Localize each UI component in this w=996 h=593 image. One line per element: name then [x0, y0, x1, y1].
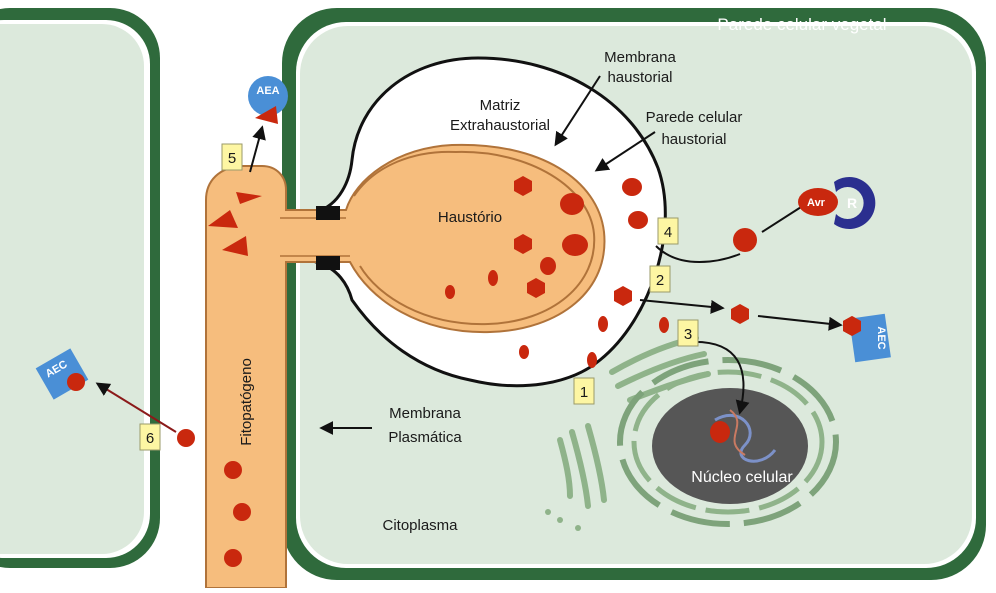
effector-round	[233, 503, 251, 521]
label-matriz-line1: Matriz	[480, 97, 521, 114]
neck-band-bottom	[316, 256, 340, 270]
svg-text:3: 3	[684, 326, 692, 343]
svg-text:1: 1	[580, 384, 588, 401]
marker-1: 1	[574, 378, 594, 404]
effector-round	[562, 234, 588, 256]
effector-round	[224, 549, 242, 567]
label-plasmatica-line2: Plasmática	[388, 429, 462, 446]
avr-tag: Avr	[807, 197, 826, 209]
effector-round	[560, 193, 584, 215]
effector-round	[628, 211, 648, 229]
nucleus-label: Núcleo celular	[691, 469, 793, 486]
effector-round	[488, 270, 498, 286]
marker-3: 3	[678, 320, 698, 346]
label-fitopatogeno: Fitopatógeno	[238, 358, 255, 446]
label-plasmatica-line1: Membrana	[389, 405, 461, 422]
label-haustorio: Haustório	[438, 209, 502, 226]
effector-round	[598, 316, 608, 332]
effector-round	[659, 317, 669, 333]
svg-text:2: 2	[656, 272, 664, 289]
left-plant-cell	[0, 8, 160, 568]
effector-round	[622, 178, 642, 196]
effector-round	[733, 228, 757, 252]
label-membrana-line2: haustorial	[607, 69, 672, 86]
effector-round	[177, 429, 195, 447]
wall-title: Parede celular vegetal	[717, 15, 886, 34]
effector-round	[540, 257, 556, 275]
marker-2: 2	[650, 266, 670, 292]
r-tag: R	[847, 195, 857, 211]
effector-round	[224, 461, 242, 479]
aec-right-tag: AEC	[875, 326, 887, 349]
label-parede-line2: haustorial	[661, 131, 726, 148]
label-citoplasma: Citoplasma	[382, 517, 458, 534]
svg-text:4: 4	[664, 224, 672, 241]
label-parede-line1: Parede celular	[646, 109, 743, 126]
svg-text:5: 5	[228, 150, 236, 167]
svg-text:6: 6	[146, 430, 154, 447]
marker-6: 6	[140, 424, 160, 450]
effector-round	[710, 421, 730, 443]
aea-tag: AEA	[256, 85, 279, 97]
label-matriz-line2: Extrahaustorial	[450, 117, 550, 134]
effector-round	[519, 345, 529, 359]
neck-band-top	[316, 206, 340, 220]
marker-4: 4	[658, 218, 678, 244]
marker-5: 5	[222, 144, 242, 170]
effector-round	[445, 285, 455, 299]
label-membrana-line1: Membrana	[604, 49, 676, 66]
effector-round	[587, 352, 597, 368]
